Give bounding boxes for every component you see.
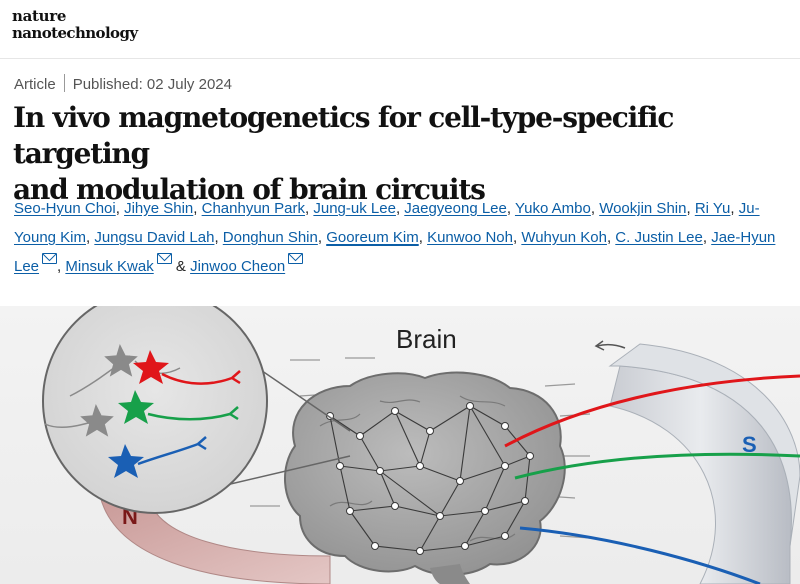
red-field-line [504, 374, 800, 448]
mail-icon[interactable] [156, 253, 172, 264]
author-link[interactable]: Jungsu David Lah [94, 229, 215, 246]
author-link[interactable]: Kunwoo Noh [427, 229, 513, 246]
author-link[interactable]: Jihye Shin [124, 200, 194, 217]
author-link[interactable]: C. Justin Lee [615, 229, 703, 246]
article-type: Article [14, 76, 56, 93]
mail-icon[interactable] [42, 253, 58, 264]
article-title: In vivo magnetogenetics for cell-type-sp… [13, 100, 793, 208]
south-magnet-top [608, 343, 800, 547]
article-figure: N S [0, 306, 800, 584]
brain-folds [319, 395, 516, 542]
north-magnet [99, 495, 331, 584]
mail-icon[interactable] [288, 253, 304, 264]
zoom-lens [42, 306, 268, 514]
author-link[interactable]: Jinwoo Cheon [190, 258, 286, 275]
blue-field-line [519, 526, 761, 584]
logo-line-2: nanotechnology [12, 24, 138, 42]
green-field-line [514, 452, 800, 480]
author-link[interactable]: Minsuk Kwak [65, 258, 154, 275]
author-link[interactable]: Wookjin Shin [599, 200, 687, 217]
author-link[interactable]: Seo-Hyun Choi [14, 200, 116, 217]
background-neurons [44, 343, 181, 437]
author-link[interactable]: Yuko Ambo [514, 200, 591, 217]
zoom-line-bottom [221, 455, 351, 487]
zoom-line-top [251, 363, 351, 432]
article-meta: Article Published: 02 July 2024 [14, 74, 232, 93]
title-line-2: and modulation of brain circuits [13, 173, 486, 206]
author-link[interactable]: Donghun Shin [222, 229, 318, 246]
author-link[interactable]: Chanhyun Park [201, 200, 306, 217]
brain-stem [430, 564, 470, 584]
neural-network [329, 405, 531, 552]
meta-divider [63, 74, 65, 92]
author-list: Seo-Hyun Choi, Jihye Shin, Chanhyun Park… [14, 200, 776, 275]
blue-neuron [108, 436, 207, 478]
author-link[interactable]: Wuhyun Koh [521, 229, 607, 246]
title-line-1: In vivo magnetogenetics for cell-type-sp… [13, 101, 674, 170]
green-neuron [118, 390, 239, 424]
publish-date: Published: 02 July 2024 [72, 76, 232, 93]
logo-line-1: nature [12, 7, 67, 25]
journal-logo[interactable]: nature nanotechnology [12, 7, 138, 42]
author-link-hovered[interactable]: Gooreum Kim [326, 229, 419, 246]
site-header: nature nanotechnology [0, 0, 800, 59]
author-link[interactable]: Ju-Young Kim [14, 200, 760, 246]
author-link[interactable]: Jung-uk Lee [313, 200, 396, 217]
author-link[interactable]: Jae-Hyun Lee [14, 229, 776, 275]
brain [284, 371, 566, 576]
red-neuron [133, 350, 241, 385]
south-pole-label: S [742, 432, 757, 457]
author-link[interactable]: Jaegyeong Lee [404, 200, 507, 217]
author-link[interactable]: Ri Yu [694, 200, 731, 217]
author-conjunction: & [175, 258, 186, 275]
arrow-icon [594, 340, 626, 351]
brain-label: Brain [396, 324, 457, 354]
